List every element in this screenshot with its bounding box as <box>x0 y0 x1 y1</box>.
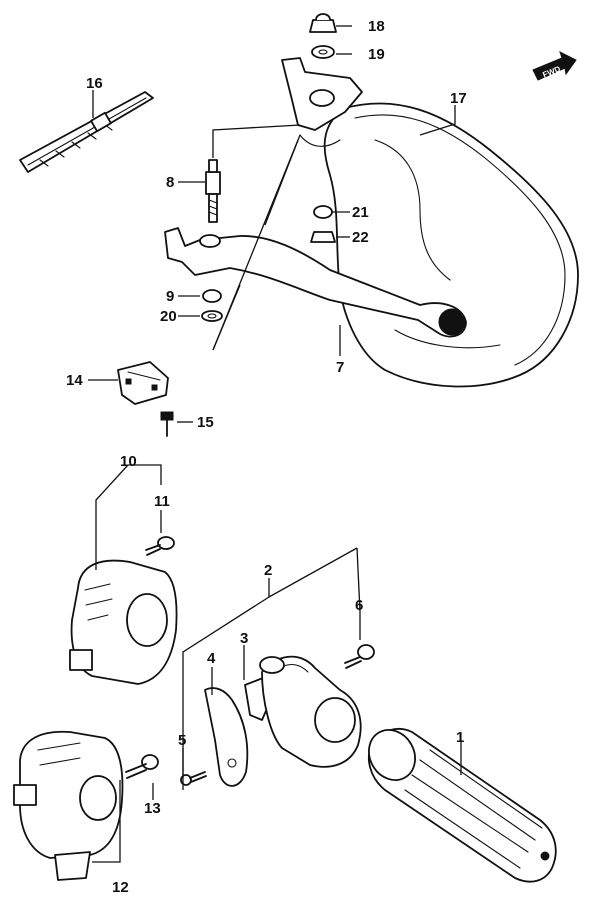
part-label-8: 8 <box>166 174 174 191</box>
cap-nut-drawing <box>309 13 337 59</box>
part-label-2: 2 <box>264 562 272 579</box>
mount-bracket-drawing <box>281 57 363 147</box>
switch-housing-lower-drawing <box>13 730 124 881</box>
throttle-housing-drawing <box>259 655 362 768</box>
part-label-18: 18 <box>368 18 385 35</box>
plate-screw-drawing <box>180 771 207 786</box>
part-label-3: 3 <box>240 630 248 647</box>
part-label-14: 14 <box>66 372 83 389</box>
switch-screw-drawing <box>145 536 175 556</box>
small-screw-drawing <box>160 411 174 437</box>
part-label-17: 17 <box>450 90 467 107</box>
part-label-7: 7 <box>336 359 344 376</box>
part-number-labels: 18 19 16 17 8 21 22 9 20 7 14 15 10 11 2… <box>66 18 467 896</box>
hand-guard-drawing <box>323 102 579 388</box>
forward-arrow-icon: FWD <box>532 51 577 81</box>
switch-drawing <box>117 361 169 405</box>
part-label-4: 4 <box>207 650 216 667</box>
part-label-10: 10 <box>120 453 137 470</box>
part-label-22: 22 <box>352 229 369 246</box>
part-label-11: 11 <box>154 493 170 510</box>
part-label-1: 1 <box>456 729 464 746</box>
throttle-plate-drawing <box>204 687 249 787</box>
lever-arm-drawing <box>164 227 467 338</box>
part-label-13: 13 <box>144 800 161 817</box>
switch-housing-upper-drawing <box>69 559 178 685</box>
part-label-21: 21 <box>352 204 369 221</box>
part-label-16: 16 <box>86 75 103 92</box>
part-label-20: 20 <box>160 308 177 325</box>
nuts-and-washers-drawing <box>201 205 336 322</box>
part-label-5: 5 <box>178 732 186 749</box>
cable-tie-drawing <box>19 91 154 173</box>
leader-lines <box>88 25 462 863</box>
stud-bolt-drawing <box>205 159 221 223</box>
throttle-grip-drawing <box>368 728 557 883</box>
housing-screw-drawing <box>344 644 375 669</box>
lower-screw-drawing <box>125 754 159 779</box>
part-label-6: 6 <box>355 597 363 614</box>
part-label-12: 12 <box>112 879 129 896</box>
part-label-9: 9 <box>166 288 174 305</box>
part-label-19: 19 <box>368 46 385 63</box>
part-label-15: 15 <box>197 414 214 431</box>
